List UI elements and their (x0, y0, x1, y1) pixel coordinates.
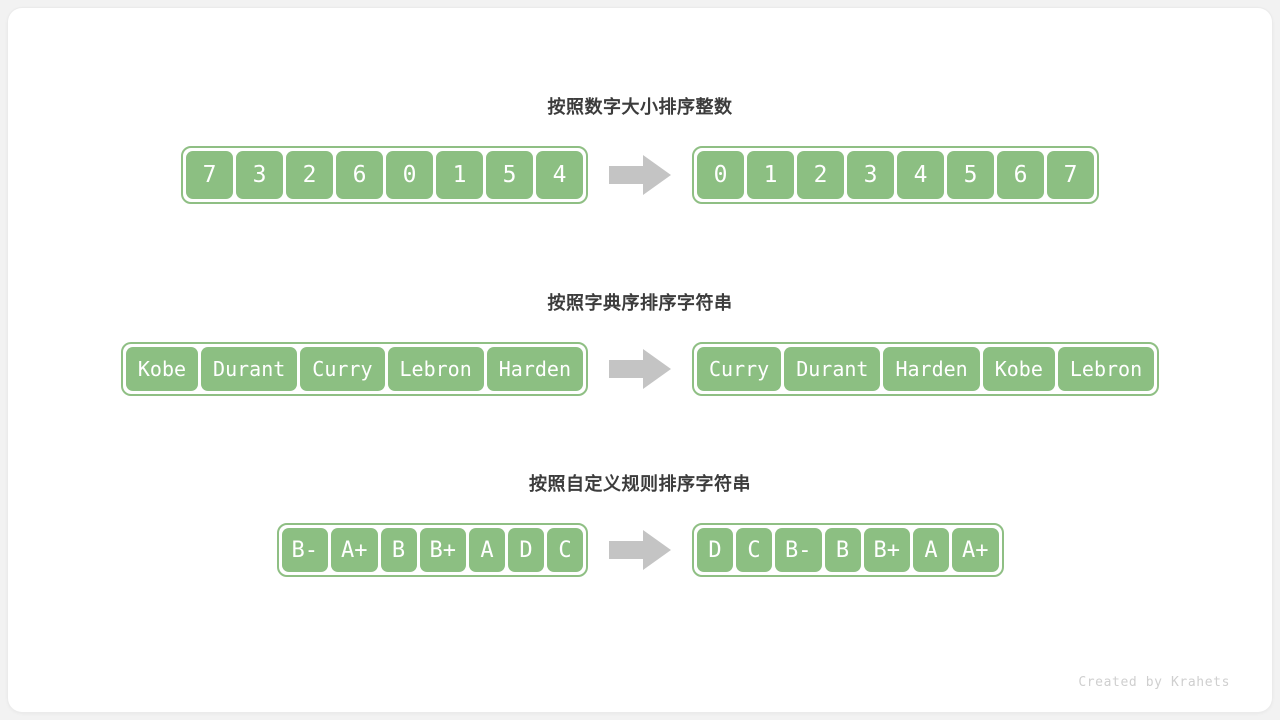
array-cell: Durant (784, 347, 881, 391)
array-cell: B- (281, 528, 328, 572)
array-cell: 7 (186, 151, 233, 199)
array-cell: A (469, 528, 505, 572)
array-cell: 0 (697, 151, 744, 199)
array-cell: 1 (436, 151, 483, 199)
array-cell: Kobe (982, 347, 1055, 391)
array-cell: 0 (386, 151, 433, 199)
array-cell: 5 (486, 151, 533, 199)
array-cell: Durant (201, 347, 298, 391)
section-title-integers: 按照数字大小排序整数 (547, 97, 733, 117)
array-cell: Lebron (387, 347, 484, 391)
right-arrow-icon (588, 347, 692, 391)
array-cell: Curry (300, 347, 385, 391)
array-cell: A+ (331, 528, 378, 572)
array-cell: Kobe (125, 347, 199, 391)
array-cell: Harden (883, 347, 980, 391)
array-cell: 2 (797, 151, 844, 199)
array-cell: D (508, 528, 544, 572)
section-title-lexicographic: 按照字典序排序字符串 (547, 293, 733, 313)
array-cell: B- (775, 528, 822, 572)
array-cell: 6 (997, 151, 1044, 199)
array-cell: B+ (863, 528, 910, 572)
right-arrow-icon (588, 528, 692, 572)
array-cell: Curry (697, 347, 782, 391)
section-title-custom-rule: 按照自定义规则排序字符串 (529, 474, 751, 494)
array-cell: B (824, 528, 861, 572)
array-cell: B (380, 528, 417, 572)
array-cell: Harden (486, 347, 583, 391)
array-cell: 7 (1047, 151, 1094, 199)
array-cell: C (736, 528, 772, 572)
array-cell: A (913, 528, 949, 572)
array-cell: 2 (286, 151, 333, 199)
footer-credit: Created by Krahets (1078, 675, 1230, 690)
array-cell: 6 (336, 151, 383, 199)
array-cell: A+ (952, 528, 999, 572)
array-cell: Lebron (1057, 347, 1155, 391)
array-cell: 4 (897, 151, 944, 199)
array-cell: B+ (419, 528, 466, 572)
array-cell: 3 (847, 151, 894, 199)
array-cell: D (697, 528, 733, 572)
right-arrow-icon (588, 153, 692, 197)
array-cell: C (547, 528, 583, 572)
array-cell: 5 (947, 151, 994, 199)
array-cell: 4 (536, 151, 583, 199)
array-cell: 1 (747, 151, 794, 199)
array-cell: 3 (236, 151, 283, 199)
